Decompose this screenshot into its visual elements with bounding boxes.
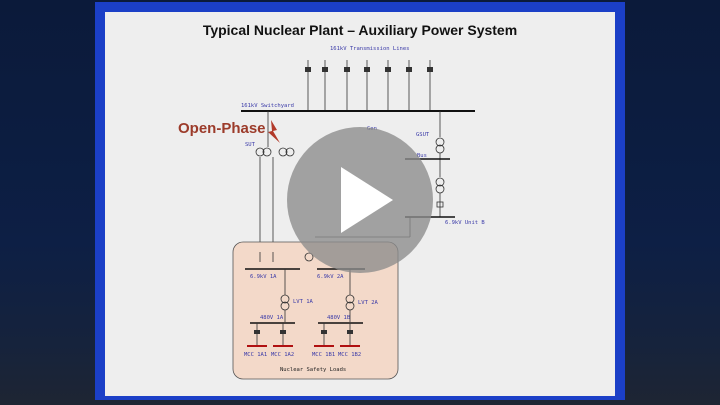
- open-phase-callout: Open-Phase: [178, 120, 266, 137]
- label-lvt-1a: LVT 1A: [293, 299, 314, 305]
- label-transmission: 161kV Transmission Lines: [330, 46, 409, 52]
- lightning-icon: [268, 120, 280, 143]
- label-mcc-1b1: MCC 1B1: [312, 352, 335, 358]
- label-safety-loads: Nuclear Safety Loads: [280, 367, 346, 373]
- one-line-diagram: 161kV Transmission Lines 161kV Switchyar…: [232, 46, 485, 380]
- play-button[interactable]: [287, 127, 433, 273]
- label-bus-1a: 6.9kV 1A: [250, 274, 277, 280]
- breaker-marks: [305, 67, 433, 72]
- label-mcc-1b2: MCC 1B2: [338, 352, 361, 358]
- label-bus: Bus: [417, 153, 427, 159]
- label-lvt-2a: LVT 2A: [358, 300, 379, 306]
- label-gsut: GSUT: [416, 132, 430, 138]
- label-sut: SUT: [245, 142, 256, 148]
- label-unit-b: 6.9kV Unit B: [445, 220, 485, 226]
- label-switchyard: 161kV Switchyard: [241, 103, 294, 109]
- uat-transformer: [435, 177, 445, 194]
- gsut-transformer: [435, 137, 445, 154]
- slide-title: Typical Nuclear Plant – Auxiliary Power …: [202, 22, 518, 38]
- sut-transformer: [255, 147, 295, 157]
- label-bus-2a: 6.9kV 2A: [317, 274, 344, 280]
- label-mcc-1a1: MCC 1A1: [244, 352, 267, 358]
- label-480v-1a: 480V 1A: [260, 315, 284, 321]
- label-480v-1b: 480V 1B: [327, 315, 351, 321]
- label-mcc-1a2: MCC 1A2: [271, 352, 294, 358]
- play-icon: [341, 167, 393, 233]
